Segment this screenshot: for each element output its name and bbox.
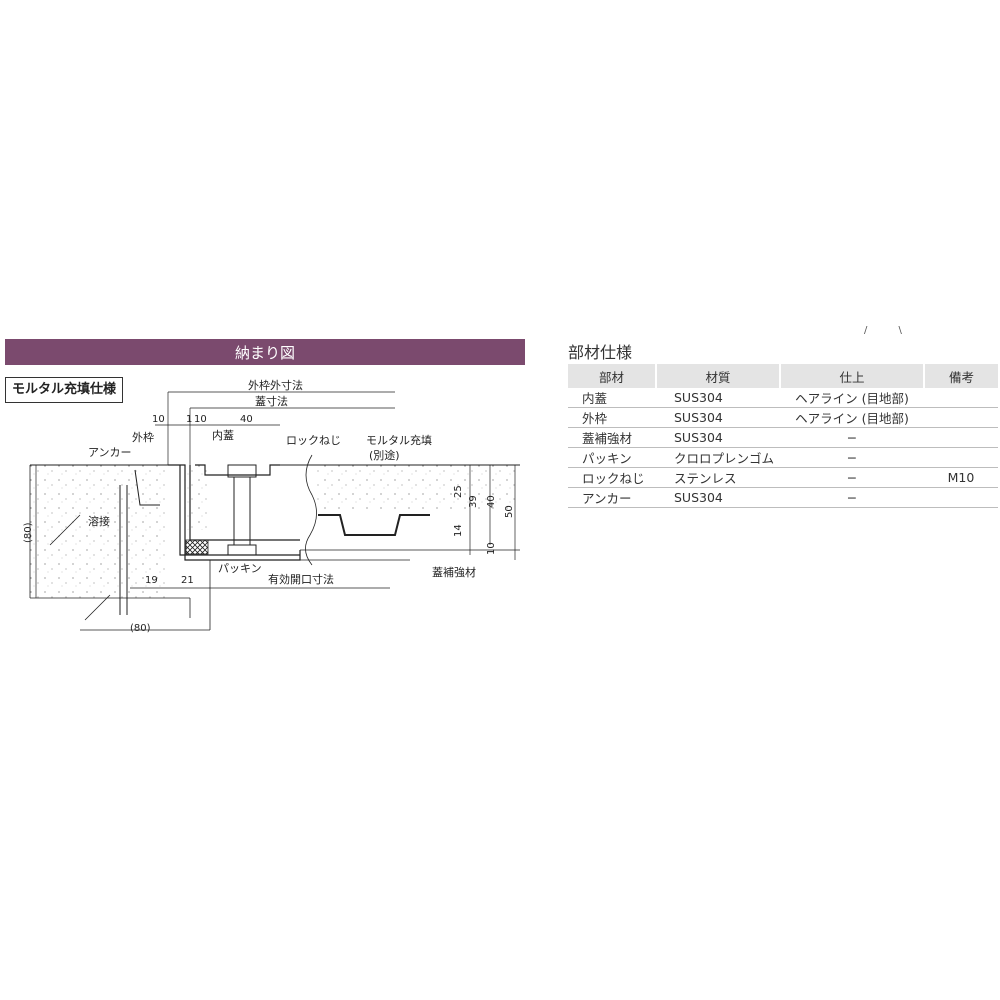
dim-80h: (80): [130, 623, 151, 634]
dim-50: 50: [504, 505, 515, 518]
label-cover-dim: 蓋寸法: [255, 394, 288, 408]
spec-label: モルタル充填仕様: [12, 382, 117, 397]
lock-screw: [227, 464, 257, 556]
dim-40v: 40: [486, 495, 497, 508]
cover-reinforcement: [318, 514, 430, 536]
cell-material: SUS304: [656, 388, 780, 408]
section-title: 納まり図: [234, 343, 295, 362]
cell-part: パッキン: [568, 447, 656, 468]
label-outer-dim: 外枠外寸法: [248, 378, 303, 392]
dim-39: 39: [468, 495, 479, 508]
cell-material: SUS304: [656, 407, 780, 428]
table-row: アンカー SUS304 −: [568, 487, 998, 508]
cell-finish: −: [780, 467, 924, 488]
header-material: 材質: [656, 364, 781, 388]
table-row: 内蓋 SUS304 ヘアライン (目地部): [568, 388, 998, 408]
label-inner-cover: 内蓋: [212, 428, 234, 442]
cell-finish: −: [780, 487, 924, 508]
packing: [185, 539, 209, 555]
label-mortar: モルタル充填: [366, 433, 432, 447]
label-lock-screw: ロックねじ: [286, 434, 341, 447]
cell-material: クロロプレンゴム: [656, 447, 780, 468]
cell-part: 蓋補強材: [568, 427, 656, 448]
dim-21: 21: [181, 575, 194, 586]
label-reinforcement: 蓋補強材: [432, 565, 476, 579]
materials-table: 部材 材質 仕上 備考 内蓋 SUS304 ヘアライン (目地部) 外枠 SUS…: [568, 364, 998, 508]
corner-marks: / \: [864, 325, 916, 336]
cell-finish: ヘアライン (目地部): [780, 407, 924, 428]
cell-note: [924, 407, 998, 428]
dim-25: 25: [453, 485, 464, 498]
table-row: パッキン クロロプレンゴム −: [568, 447, 998, 468]
cell-note: [924, 427, 998, 448]
label-opening-dim: 有効開口寸法: [268, 572, 334, 586]
header-finish: 仕上: [780, 364, 925, 388]
cell-note: [924, 388, 998, 408]
break-line: [305, 454, 317, 566]
spec-label-box: モルタル充填仕様: [5, 377, 124, 403]
header-part: 部材: [568, 364, 657, 388]
anchor: [134, 469, 160, 506]
dim-10b: 10: [194, 414, 207, 425]
cell-material: SUS304: [656, 487, 780, 508]
label-weld: 溶接: [88, 514, 110, 528]
dim-10a: 10: [152, 414, 165, 425]
outer-frame: [168, 464, 301, 561]
cell-note: M10: [924, 467, 998, 488]
cell-part: アンカー: [568, 487, 656, 508]
dim-40: 40: [240, 414, 253, 425]
cell-material: ステンレス: [656, 467, 780, 488]
label-mortar-note: (別途): [369, 448, 400, 462]
rebar: [119, 485, 128, 615]
cell-note: [924, 447, 998, 468]
materials-title: 部材仕様: [568, 343, 633, 362]
concrete-slab: [29, 464, 520, 630]
dim-19: 19: [145, 575, 158, 586]
cell-finish: ヘアライン (目地部): [780, 388, 924, 408]
materials-header-row: 部材 材質 仕上 備考: [568, 364, 998, 388]
dimension-lines: [35, 391, 516, 631]
label-outer-frame: 外枠: [132, 430, 154, 444]
dim-14: 14: [453, 524, 464, 537]
detail-drawing: 外枠外寸法 蓋寸法 10 1 10 40 外枠 内蓋 ロックねじ モルタル充填 …: [23, 378, 520, 634]
label-anchor: アンカー: [88, 446, 132, 459]
cell-material: SUS304: [656, 427, 780, 448]
dim-10v: 10: [486, 542, 497, 555]
section-title-bar: 納まり図: [5, 339, 525, 365]
cell-finish: −: [780, 447, 924, 468]
cell-note: [924, 487, 998, 508]
dim-1: 1: [186, 414, 192, 425]
label-packing: パッキン: [218, 562, 262, 575]
table-row: ロックねじ ステンレス − M10: [568, 467, 998, 488]
dim-80v: (80): [23, 522, 34, 543]
table-row: 外枠 SUS304 ヘアライン (目地部): [568, 407, 998, 428]
header-note: 備考: [924, 364, 998, 388]
cell-part: ロックねじ: [568, 467, 656, 488]
cell-finish: −: [780, 427, 924, 448]
cell-part: 内蓋: [568, 388, 656, 408]
cell-part: 外枠: [568, 407, 656, 428]
table-row: 蓋補強材 SUS304 −: [568, 427, 998, 448]
